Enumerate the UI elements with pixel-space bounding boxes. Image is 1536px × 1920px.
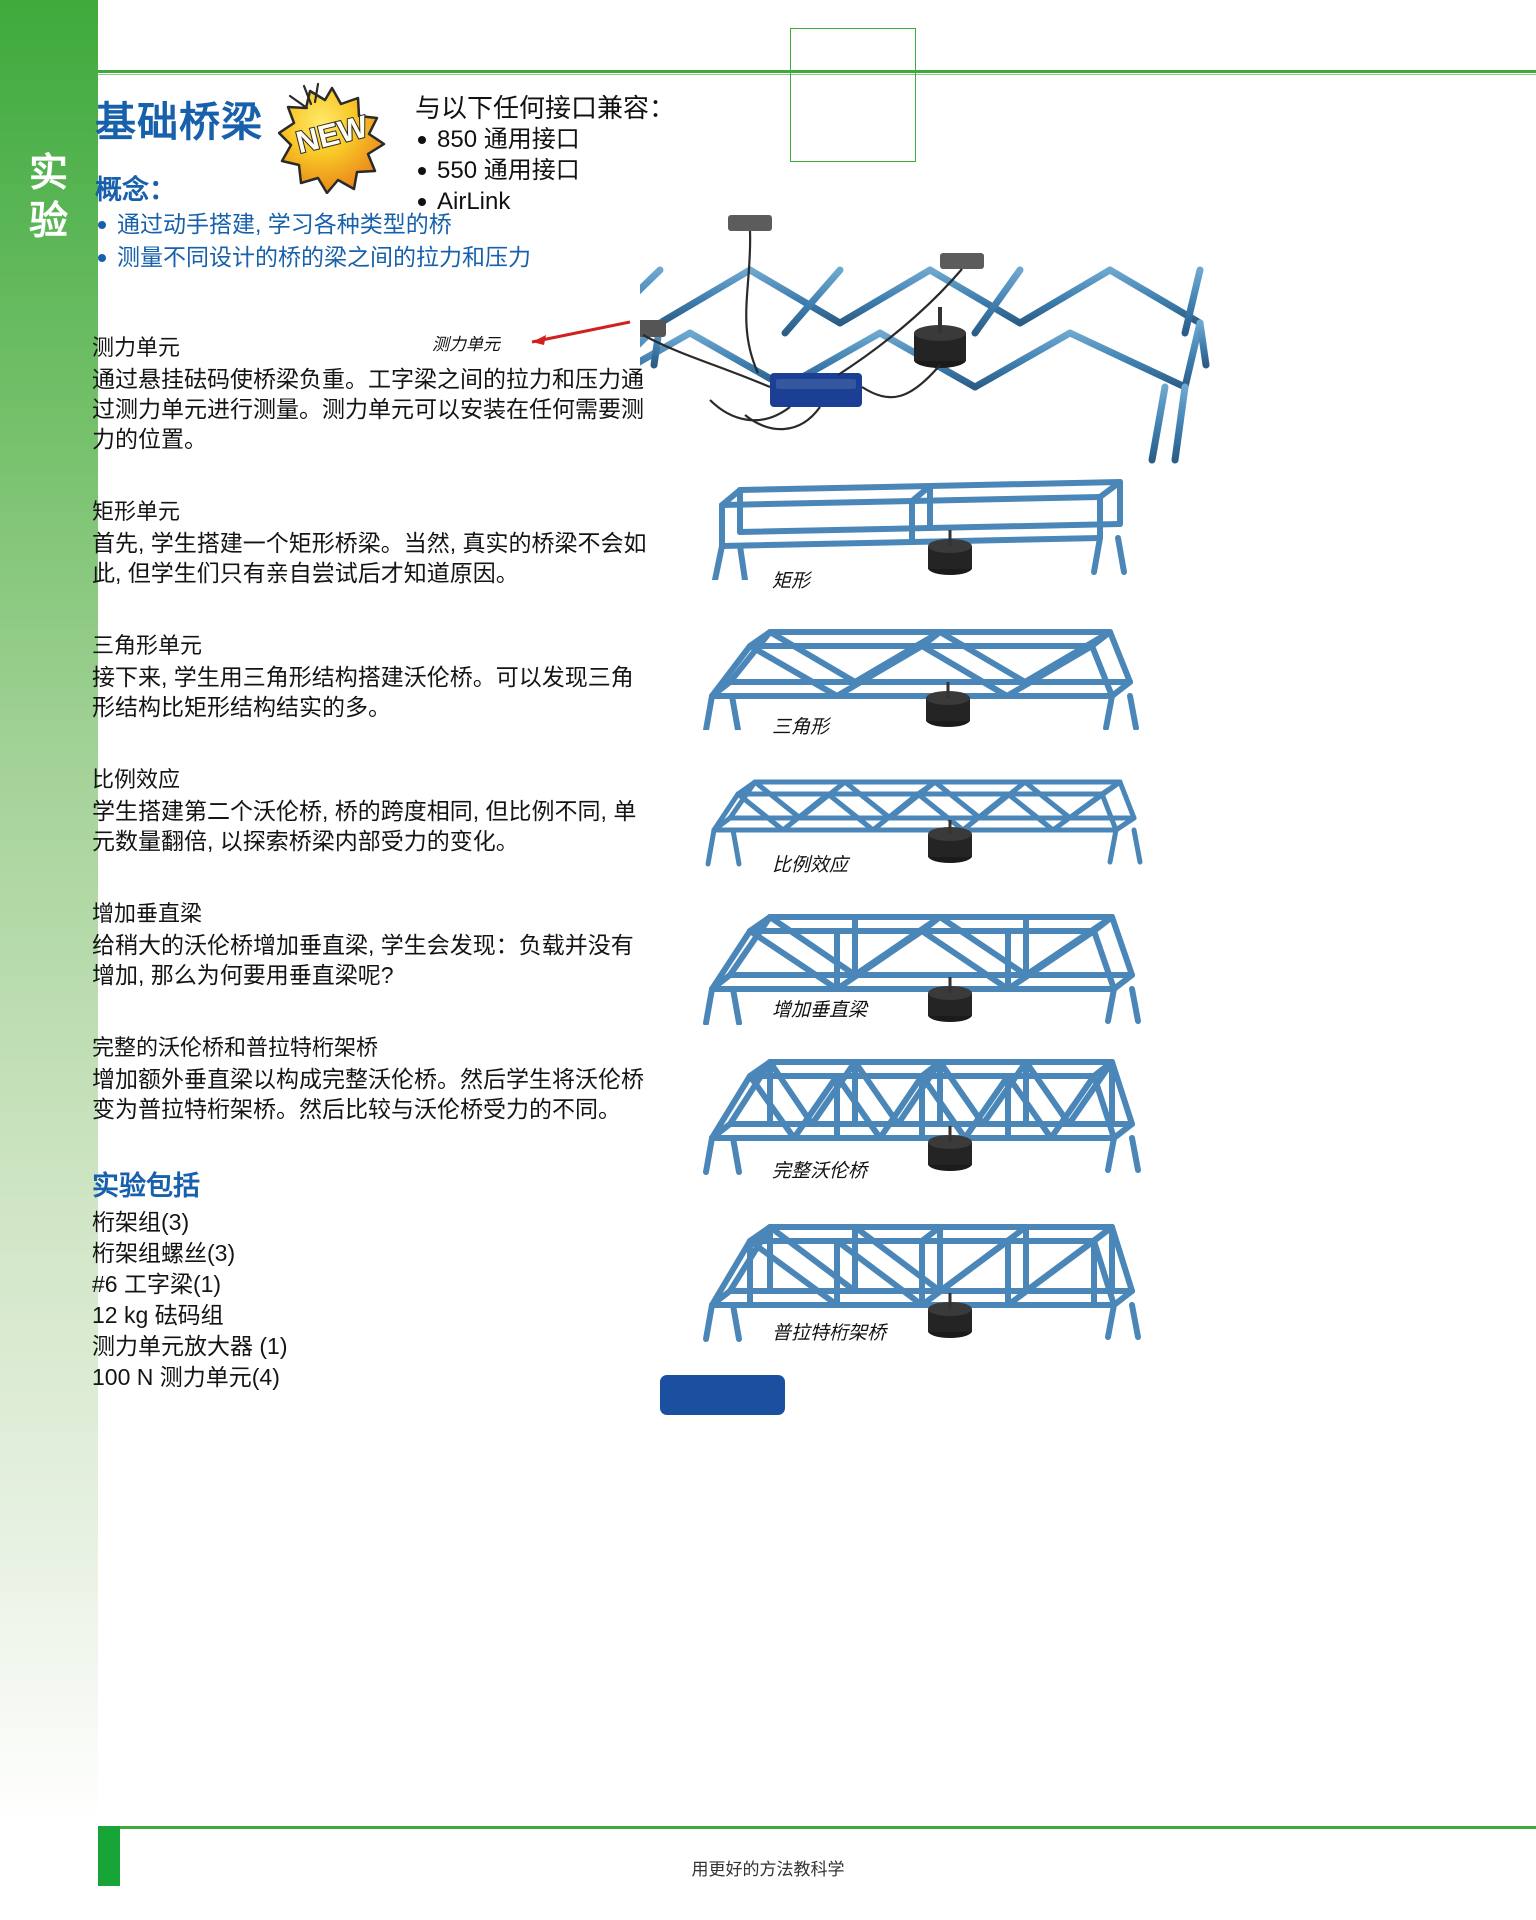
section-heading: 测力单元 — [92, 335, 181, 360]
compat-item-2: AirLink — [415, 186, 715, 217]
section-heading: 比例效应 — [92, 767, 181, 792]
section-heading: 完整的沃伦桥和普拉特桁架桥 — [92, 1035, 379, 1060]
section-body: 给稍大的沃伦桥增加垂直梁, 学生会发现：负载并没有增加, 那么为何要用垂直梁呢? — [92, 932, 634, 988]
section-triangular: 三角形单元 接下来, 学生用三角形结构搭建沃伦桥。可以发现三角形结构比矩形结构结… — [92, 628, 652, 722]
page-title: 基础桥梁 — [95, 99, 263, 145]
sidebar-vertical-label: 实 验 — [10, 150, 88, 246]
bridge-diagram-triangular — [700, 610, 1160, 730]
includes-item-3: 12 kg 砝码组 — [92, 1302, 224, 1328]
concept-title: 概念： — [95, 175, 176, 205]
compat-list: 850 通用接口 550 通用接口 AirLink — [415, 124, 715, 217]
section-body: 增加额外垂直梁以构成完整沃伦桥。然后学生将沃伦桥变为普拉特桁架桥。然后比较与沃伦… — [92, 1066, 644, 1122]
section-heading: 矩形单元 — [92, 499, 181, 524]
section-load-cell: 测力单元 通过悬挂砝码使桥梁负重。工字梁之间的拉力和压力通过测力单元进行测量。测… — [92, 330, 652, 454]
section-body: 首先, 学生搭建一个矩形桥梁。当然, 真实的桥梁不会如此, 但学生们只有亲自尝试… — [92, 530, 647, 586]
bridge-caption-rectangular: 矩形 — [772, 571, 811, 592]
includes-title: 实验包括 — [92, 1171, 200, 1201]
bridge-caption-complete-warren: 完整沃伦桥 — [772, 1161, 868, 1182]
section-warren-pratt: 完整的沃伦桥和普拉特桁架桥 增加额外垂直梁以构成完整沃伦桥。然后学生将沃伦桥变为… — [92, 1030, 652, 1124]
blue-button-shape[interactable] — [660, 1375, 785, 1415]
includes-item-2: #6 工字梁(1) — [92, 1271, 222, 1297]
section-heading: 增加垂直梁 — [92, 901, 203, 926]
bridge-diagram-vertical-beams — [700, 895, 1160, 1025]
concept-item-1: 测量不同设计的桥的梁之间的拉力和压力 — [95, 241, 575, 274]
bridge-diagram-rectangular — [700, 460, 1150, 580]
section-heading: 三角形单元 — [92, 633, 203, 658]
body-text-column: 测力单元 通过悬挂砝码使桥梁负重。工字梁之间的拉力和压力通过测力单元进行测量。测… — [92, 330, 652, 1393]
bridge-caption-triangular: 三角形 — [772, 717, 830, 738]
sidebar-green-band — [0, 0, 98, 1827]
corner-marker-box — [790, 28, 916, 162]
load-cell-callout-label: 测力单元 — [432, 335, 500, 354]
bottom-green-tab — [98, 1826, 120, 1886]
bridge-caption-vertical-beams: 增加垂直梁 — [772, 1000, 868, 1021]
section-body: 通过悬挂砝码使桥梁负重。工字梁之间的拉力和压力通过测力单元进行测量。测力单元可以… — [92, 366, 644, 452]
new-badge: NEW — [278, 82, 386, 194]
concept-list: 通过动手搭建, 学习各种类型的桥 测量不同设计的桥的梁之间的拉力和压力 — [95, 208, 575, 274]
includes-item-0: 桁架组(3) — [92, 1209, 190, 1235]
section-rectangular: 矩形单元 首先, 学生搭建一个矩形桥梁。当然, 真实的桥梁不会如此, 但学生们只… — [92, 494, 652, 588]
top-divider — [98, 70, 1536, 73]
includes-item-1: 桁架组螺丝(3) — [92, 1240, 236, 1266]
sidebar-label-char-2: 验 — [28, 200, 69, 243]
bottom-divider — [98, 1826, 1536, 1829]
main-bridge-photo — [640, 215, 1440, 515]
bridge-caption-pratt: 普拉特桁架桥 — [772, 1323, 887, 1344]
section-body: 接下来, 学生用三角形结构搭建沃伦桥。可以发现三角形结构比矩形结构结实的多。 — [92, 664, 634, 720]
concept-item-0: 通过动手搭建, 学习各种类型的桥 — [95, 208, 575, 241]
sidebar-label-char-1: 实 — [28, 152, 69, 195]
bridge-diagram-pratt — [700, 1205, 1160, 1345]
compat-item-0: 850 通用接口 — [415, 124, 715, 155]
includes-item-4: 测力单元放大器 (1) — [92, 1333, 288, 1359]
section-scaling: 比例效应 学生搭建第二个沃伦桥, 桥的跨度相同, 但比例不同, 单元数量翻倍, … — [92, 762, 652, 856]
section-body: 学生搭建第二个沃伦桥, 桥的跨度相同, 但比例不同, 单元数量翻倍, 以探索桥梁… — [92, 798, 637, 854]
includes-block: 实验包括 桁架组(3) 桁架组螺丝(3) #6 工字梁(1) 12 kg 砝码组… — [92, 1164, 652, 1393]
section-vertical-beams: 增加垂直梁 给稍大的沃伦桥增加垂直梁, 学生会发现：负载并没有增加, 那么为何要… — [92, 896, 652, 990]
compat-title: 与以下任何接口兼容： — [415, 93, 676, 123]
bridge-caption-scaling: 比例效应 — [772, 855, 849, 876]
callout-arrow-icon — [531, 320, 631, 345]
includes-list: 桁架组(3) 桁架组螺丝(3) #6 工字梁(1) 12 kg 砝码组 测力单元… — [92, 1207, 652, 1393]
includes-item-5: 100 N 测力单元(4) — [92, 1364, 280, 1390]
compat-item-1: 550 通用接口 — [415, 155, 715, 186]
top-divider-light — [98, 74, 1536, 75]
bridge-diagram-scaling — [700, 760, 1160, 875]
bridge-diagram-complete-warren — [700, 1040, 1160, 1175]
footer-text: 用更好的方法教科学 — [691, 1860, 845, 1879]
